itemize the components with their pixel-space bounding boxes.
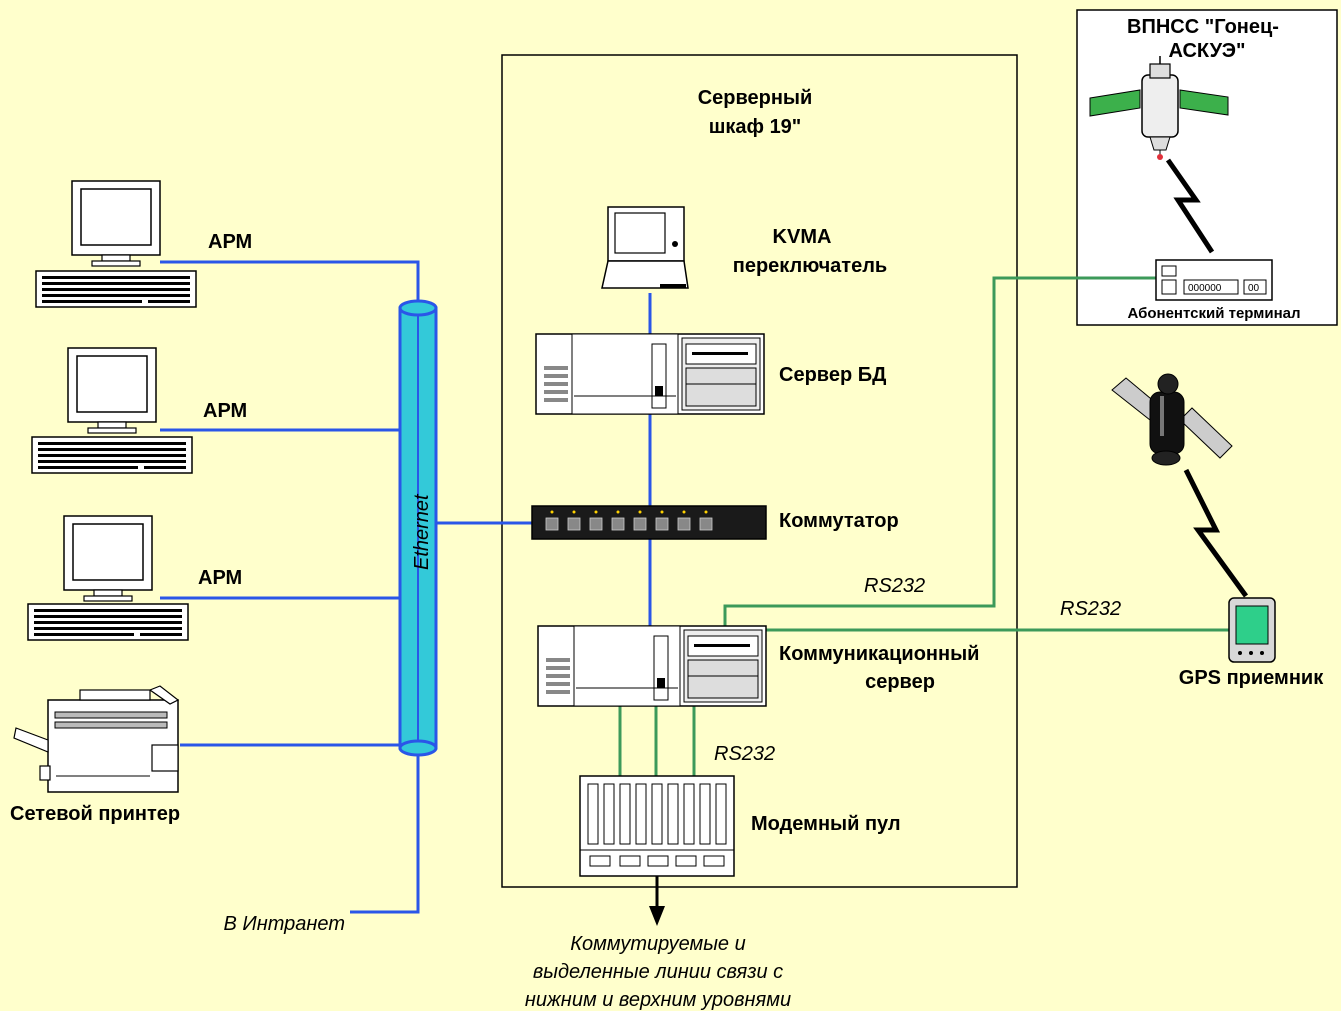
rs232-label-3: RS232 [714, 743, 775, 765]
rs232-label-1: RS232 [864, 575, 925, 597]
workstation-3-label: АРМ [198, 567, 242, 589]
keyboard-icon [27, 603, 189, 641]
lines-note-line3: нижним и верхним уровнями [525, 989, 791, 1011]
workstation-1-label: АРМ [208, 231, 252, 253]
subscriber-terminal-icon [1155, 259, 1273, 301]
monitor-icon [71, 180, 161, 267]
cabinet-title-line1: Серверный [698, 87, 813, 109]
cabinet-title-line2: шкаф 19" [709, 116, 802, 138]
subscriber-terminal-display: 000000 [1188, 283, 1222, 294]
lines-note-line1: Коммутируемые и [570, 933, 745, 955]
workstation-2-label: АРМ [203, 400, 247, 422]
satellite-system-title-line2: АСКУЭ" [1169, 40, 1246, 62]
modem-pool-label: Модемный пул [751, 813, 901, 835]
kvm-label-line2: переключатель [733, 255, 887, 277]
rs232-label-2: RS232 [1060, 598, 1121, 620]
switch-icon [531, 505, 767, 540]
gps-receiver-icon [1228, 597, 1276, 663]
ethernet-links [160, 260, 652, 914]
radio-link-icon [1165, 158, 1215, 254]
server-cabinet [501, 54, 1018, 888]
kvm-icon [601, 206, 689, 289]
subscriber-terminal-display-2: 00 [1248, 283, 1260, 294]
keyboard-icon [31, 436, 193, 474]
gps-satellite-icon [1111, 373, 1233, 466]
monitor-icon [63, 515, 153, 602]
keyboard-icon [35, 270, 197, 308]
gps-radio-link-icon [1183, 468, 1249, 598]
subscriber-terminal-label: Абонентский терминал [1127, 305, 1300, 322]
comm-server-icon [537, 625, 767, 707]
ethernet-label: Ethernet [411, 493, 433, 570]
db-server-icon [535, 333, 765, 415]
arrow-down-icon [649, 876, 665, 926]
monitor-icon [67, 347, 157, 434]
comm-server-label-line1: Коммуникационный [779, 643, 979, 665]
modem-pool-icon [579, 775, 735, 877]
gps-label: GPS приемник [1179, 667, 1324, 689]
printer-icon [13, 685, 180, 793]
workstation-1 [35, 180, 197, 308]
ethernet-bus [398, 299, 438, 757]
serial-links [618, 276, 1230, 776]
db-server-label: Сервер БД [779, 364, 886, 386]
comm-server-label-line2: сервер [865, 671, 935, 693]
workstation-2 [31, 347, 193, 474]
switch-label: Коммутатор [779, 510, 899, 532]
printer-label: Сетевой принтер [10, 803, 180, 825]
kvm-label-line1: KVMA [773, 226, 832, 248]
workstation-3 [27, 515, 189, 641]
satellite-system-title-line1: ВПНСС "Гонец- [1127, 16, 1279, 38]
lines-note-line2: выделенные линии связи с [533, 961, 783, 983]
satellite-icon [1089, 56, 1229, 160]
intranet-label: В Интранет [224, 913, 345, 935]
